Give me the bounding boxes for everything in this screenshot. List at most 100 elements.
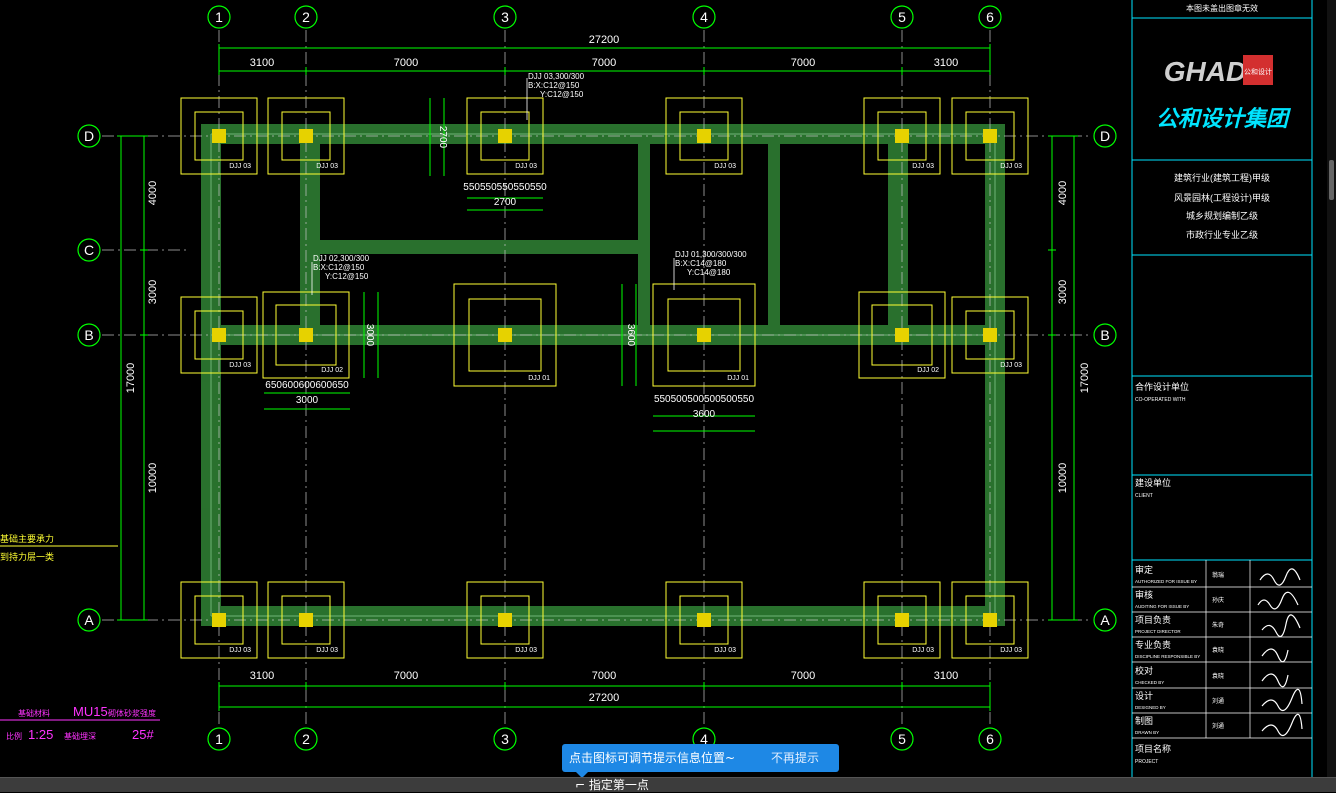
- dim-span-bottom: 3100: [934, 670, 958, 682]
- footing-step: [667, 298, 741, 372]
- footing-outline: [951, 296, 1029, 374]
- footing-step: [194, 595, 244, 645]
- footing-label: DJJ 03: [714, 647, 736, 654]
- dim-right-total: 17000: [1079, 363, 1091, 394]
- role-person: 袁晓: [1212, 646, 1224, 654]
- dim-span-top: 7000: [394, 57, 418, 69]
- role-label: 项目负责: [1135, 614, 1171, 625]
- role-label-en: DRAWN BY: [1135, 730, 1159, 735]
- column: [212, 613, 226, 627]
- spec-djj03: B:X:C12@150: [528, 81, 580, 90]
- footing-step: [965, 595, 1015, 645]
- tooltip-message[interactable]: 点击图标可调节提示信息位置~: [569, 751, 736, 765]
- foundation-beams: [201, 124, 1005, 626]
- column: [983, 328, 997, 342]
- dim-3600-sub: 550500500500500550: [654, 394, 755, 405]
- dim-left-span: 4000: [147, 181, 159, 205]
- tooltip-hint[interactable]: 点击图标可调节提示信息位置~ 不再提示: [562, 744, 839, 778]
- column: [498, 613, 512, 627]
- footing-label: DJJ 02: [917, 367, 939, 374]
- footing-step: [281, 111, 331, 161]
- material-value: MU15: [73, 704, 108, 719]
- dim-3000-sub: 650600600600650: [265, 380, 349, 391]
- axis-bottom-label: 4: [700, 731, 708, 747]
- role-label-en: AUDITING FOR ISSUE BY: [1135, 604, 1189, 609]
- role-person: 朱奇: [1212, 621, 1224, 629]
- vertical-scrollbar[interactable]: [1327, 0, 1336, 777]
- footing-label: DJJ 02: [321, 367, 343, 374]
- column: [983, 129, 997, 143]
- dim-left-total: 17000: [125, 363, 137, 394]
- role-label-en: PROJECT DIRECTOR: [1135, 629, 1181, 634]
- footing-label: DJJ 03: [714, 163, 736, 170]
- command-prompt: ⌐ 指定第一点: [575, 776, 649, 793]
- footing-step: [468, 298, 542, 372]
- footing-label: DJJ 03: [316, 163, 338, 170]
- column: [498, 328, 512, 342]
- footing-step: [877, 111, 927, 161]
- title-block-header: 本图未盖出图章无效: [1186, 3, 1258, 13]
- axis-right-label: B: [1100, 327, 1109, 343]
- column: [212, 328, 226, 342]
- role-label: 审核: [1135, 589, 1153, 600]
- axis-top-label: 5: [898, 9, 906, 25]
- scale-value: 1:25: [28, 727, 53, 742]
- dim-3600: 3600: [693, 409, 716, 420]
- dim-total-top: 27200: [589, 34, 620, 46]
- footing-outline: [180, 581, 258, 659]
- axis-lines: [102, 30, 1092, 725]
- column: [697, 613, 711, 627]
- scrollbar-thumb[interactable]: [1329, 160, 1334, 200]
- coop-label-en: CO-OPERATED WITH: [1135, 397, 1186, 403]
- dim-2700-vert: 2700: [437, 126, 448, 149]
- command-prompt-text: 指定第一点: [588, 778, 649, 792]
- depth-value: 25#: [132, 727, 154, 742]
- spec-djj02: Y:C12@150: [325, 272, 369, 281]
- footing-label: DJJ 03: [229, 163, 251, 170]
- spec-djj01: B:X:C14@180: [675, 259, 727, 268]
- cursor-icon: ⌐: [575, 778, 589, 792]
- command-line[interactable]: ⌐ 指定第一点: [0, 777, 1336, 792]
- footing-label: DJJ 03: [912, 163, 934, 170]
- footing-outline: [453, 283, 557, 387]
- qualification: 城乡规划编制乙级: [1186, 210, 1258, 221]
- title-block: 本图未盖出图章无效 GHAD 公和设计 公和设计集团 建筑行业(建筑工程)甲级 …: [1131, 0, 1313, 791]
- axis-bottom-label: 1: [215, 731, 223, 747]
- axis-right-label: A: [1100, 612, 1110, 628]
- dim-span-bottom: 3100: [250, 670, 274, 682]
- role-label: 专业负责: [1135, 639, 1171, 650]
- footing-outline: [951, 581, 1029, 659]
- column: [299, 613, 313, 627]
- footing-outline: [267, 581, 345, 659]
- spec-djj02: DJJ 02,300/300: [313, 254, 370, 263]
- role-label-en: AUTHORIZED FOR ISSUE BY: [1135, 579, 1197, 584]
- footing-step: [679, 595, 729, 645]
- footing-outline: [466, 97, 544, 175]
- column: [895, 129, 909, 143]
- client-label-en: CLIENT: [1135, 493, 1153, 499]
- leader-lines: [311, 78, 675, 295]
- footing-label: DJJ 03: [515, 647, 537, 654]
- axis-top-label: 1: [215, 9, 223, 25]
- footing-outline: [466, 581, 544, 659]
- spec-djj03: DJJ 03,300/300: [528, 72, 585, 81]
- tooltip-dismiss-button[interactable]: 不再提示: [771, 751, 820, 765]
- role-label: 审定: [1135, 564, 1153, 575]
- footing-label: DJJ 03: [1000, 362, 1022, 369]
- axis-top-label: 2: [302, 9, 310, 25]
- axis-labels: 1 2 3 4 5 6 1 2 3 4 5 6 D C B A D B A: [84, 9, 1110, 747]
- footing-spec-notes: DJJ 03,300/300 B:X:C12@150 Y:C12@150 DJJ…: [313, 72, 747, 281]
- axis-left-label: A: [84, 612, 94, 628]
- footing-outline: [858, 291, 946, 379]
- tooltip-arrow-icon: [576, 772, 588, 778]
- footing-step: [679, 111, 729, 161]
- project-label: 项目名称: [1135, 743, 1171, 754]
- dim-2700-sub: 550550550550550: [463, 182, 547, 193]
- footing-step: [965, 111, 1015, 161]
- dim-span-top: 7000: [791, 57, 815, 69]
- footings: DJJ 03 DJJ 03 DJJ 03 DJJ 03 DJJ 03 DJJ 03 DJJ …: [180, 97, 1029, 659]
- axis-bottom-label: 5: [898, 731, 906, 747]
- company-name: 公和设计集团: [1156, 106, 1292, 131]
- dim-2700: 2700: [494, 197, 517, 208]
